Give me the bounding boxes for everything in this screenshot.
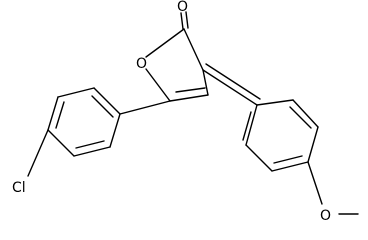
bond-c3-c2 — [183, 28, 204, 71]
bond-ar2-2-inner — [273, 155, 303, 164]
bond-ar1-4-inner — [55, 101, 65, 129]
bond-ar2-methoxy — [307, 161, 323, 205]
bond-c2-carbonyl-double — [185, 11, 189, 29]
bond-ar2-6-inner — [242, 111, 252, 141]
bond-o1-c5 — [145, 68, 171, 102]
bond-ar1-3 — [47, 129, 75, 157]
bond-ar2-5 — [256, 99, 294, 106]
bond-c2-carbonyl — [180, 12, 184, 30]
bond-ar2-4 — [292, 99, 319, 128]
bond-c4-c3 — [202, 69, 209, 96]
bond-c3-methine — [202, 69, 258, 106]
bond-ar1-6-inner — [91, 95, 114, 118]
bond-aryl-cl — [27, 129, 49, 177]
bond-c5-c4-inner — [175, 87, 206, 93]
bonds — [27, 11, 359, 215]
bond-ar1-1 — [109, 113, 121, 148]
structure-canvas: O O Cl O — [12, 0, 359, 224]
bond-ar2-3 — [307, 126, 319, 163]
bond-methine-ar2 — [245, 104, 258, 146]
bond-c2-o1 — [145, 28, 185, 58]
chlorine-label: Cl — [12, 180, 26, 196]
atom-labels: O O Cl O — [12, 0, 331, 224]
bond-ar1-5 — [57, 87, 95, 98]
chemical-structure: O O Cl O — [12, 0, 359, 224]
bond-ar1-2-inner — [75, 140, 105, 149]
bond-ar1-4 — [47, 96, 59, 131]
bond-c5-aryl — [119, 100, 171, 115]
bond-ar2-1 — [245, 144, 273, 172]
ring-oxygen-label: O — [136, 56, 147, 72]
bond-c3-methine-double — [205, 63, 261, 100]
carbonyl-oxygen-label: O — [177, 0, 188, 15]
methoxy-oxygen-label: O — [320, 208, 331, 224]
bond-ar2-4-inner — [289, 106, 312, 129]
bond-ar2-2 — [271, 161, 309, 172]
bond-ar1-2 — [73, 146, 111, 157]
bond-c5-c4 — [169, 94, 209, 102]
bond-ar1-6 — [93, 87, 121, 115]
